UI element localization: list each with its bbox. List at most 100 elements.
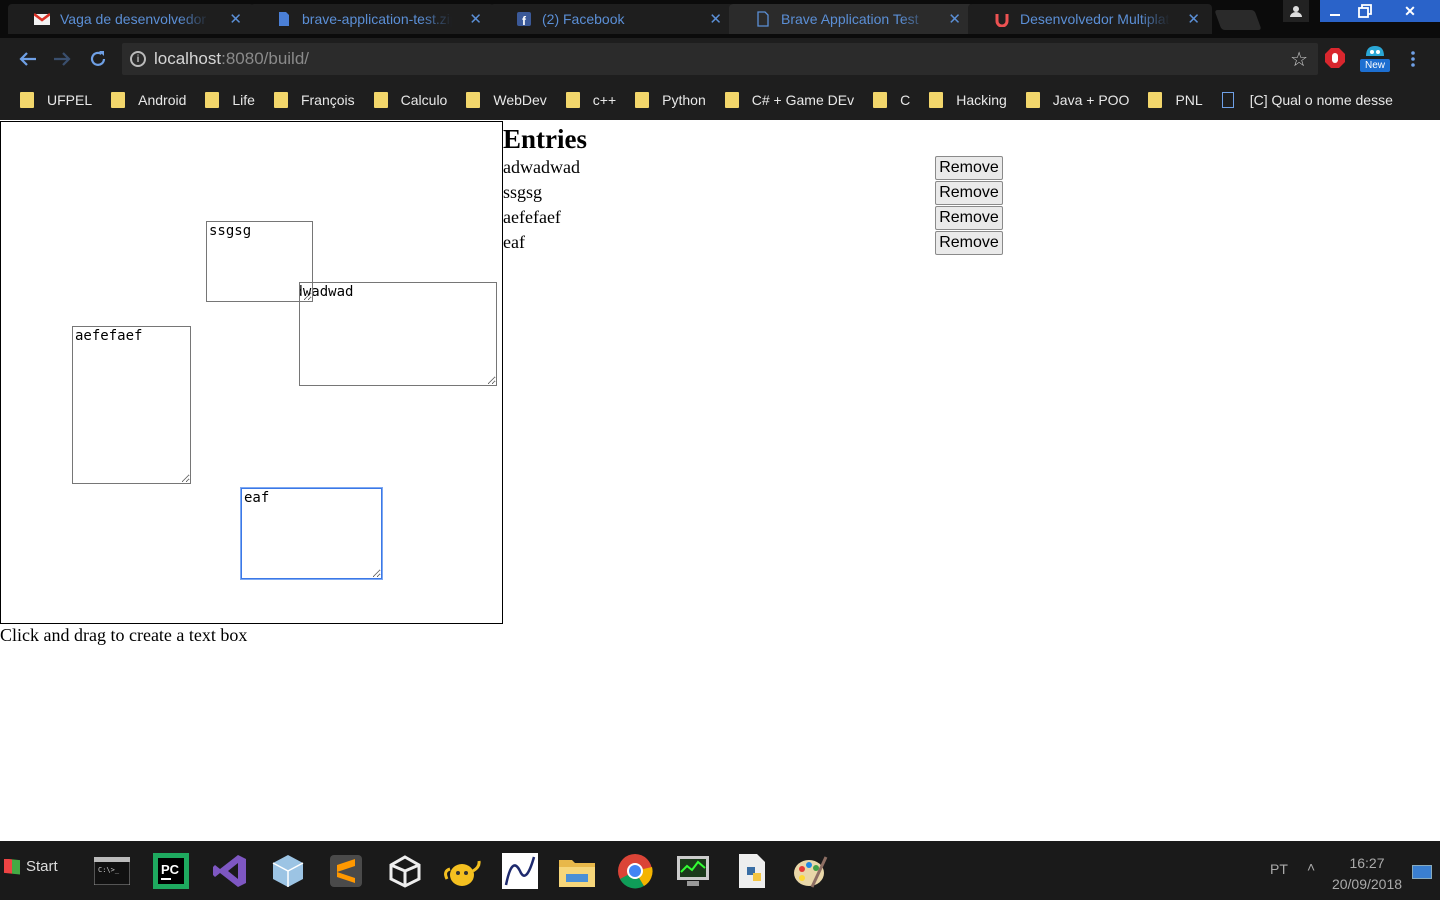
page-icon <box>757 11 769 27</box>
terminal-icon[interactable]: C:\>_ <box>92 851 132 891</box>
bookmark-label: François <box>300 92 355 108</box>
start-label: Start <box>26 858 58 875</box>
reload-button[interactable] <box>86 48 110 70</box>
bookmark-item[interactable]: Python <box>635 92 706 108</box>
python-file-icon[interactable] <box>732 851 772 891</box>
entry-text: aefefaef <box>503 207 561 227</box>
paint-icon[interactable] <box>790 851 830 891</box>
bookmark-label: Android <box>138 92 187 108</box>
menu-icon[interactable] <box>1406 50 1420 73</box>
folder-icon <box>273 92 288 108</box>
bookmark-item[interactable]: PNL <box>1148 92 1203 108</box>
minimize-button[interactable] <box>1320 0 1350 22</box>
folder-icon <box>1148 92 1163 108</box>
entry-row: ssgsg Remove <box>503 181 1013 206</box>
bookmark-item[interactable]: C# + Game DEv <box>724 92 855 108</box>
address-bar[interactable]: i localhost:8080/build/ ☆ <box>122 43 1318 75</box>
facebook-icon: f <box>517 12 531 27</box>
chevron-up-icon[interactable]: ˄ <box>1307 859 1316 875</box>
tab-title: Vaga de desenvolvedor Fro <box>60 11 210 27</box>
new-tab-button[interactable] <box>1214 10 1262 30</box>
unity-icon[interactable] <box>385 851 425 891</box>
graph-icon[interactable] <box>500 851 540 891</box>
start-button[interactable]: Start <box>4 858 58 875</box>
entry-text: ssgsg <box>503 182 543 202</box>
bookmark-label: C# + Game DEv <box>751 92 855 108</box>
close-icon[interactable]: ✕ <box>709 11 722 28</box>
text-box[interactable] <box>240 487 383 580</box>
language-indicator[interactable]: PT <box>1270 861 1288 877</box>
bookmark-label: Calculo <box>400 92 448 108</box>
reload-icon <box>90 51 106 66</box>
info-icon[interactable]: i <box>130 51 146 67</box>
close-icon[interactable]: ✕ <box>469 11 482 28</box>
tab-title: (2) Facebook <box>542 11 625 27</box>
bookmark-label: [C] Qual o nome desse <box>1249 92 1393 108</box>
bookmark-label: c++ <box>592 92 617 108</box>
tab-gmail[interactable]: Vaga de desenvolvedor Fro ✕ <box>8 4 254 34</box>
file-explorer-icon[interactable] <box>557 851 597 891</box>
folder-icon <box>111 92 126 108</box>
text-box[interactable] <box>206 221 313 302</box>
bookmark-item[interactable]: Android <box>111 92 186 108</box>
sublime-text-icon[interactable] <box>326 851 366 891</box>
restore-button[interactable] <box>1350 0 1380 22</box>
bookmark-item[interactable]: UFPEL <box>20 92 92 108</box>
chrome-icon[interactable] <box>615 851 655 891</box>
svg-text:PC: PC <box>161 862 180 877</box>
url-text: localhost:8080/build/ <box>154 49 309 69</box>
url-host: localhost <box>154 49 222 68</box>
tab-udemy[interactable]: Desenvolvedor Multiplatafo ✕ <box>968 4 1212 34</box>
bookmark-item[interactable]: Java + POO <box>1025 92 1129 108</box>
url-path: :8080/build/ <box>221 49 310 68</box>
bookmark-item[interactable]: c++ <box>565 92 617 108</box>
bookmark-item[interactable]: C <box>873 92 910 108</box>
teapot-icon[interactable] <box>442 851 482 891</box>
bookmark-item[interactable]: Life <box>205 92 255 108</box>
drawing-canvas[interactable] <box>0 121 503 624</box>
back-button[interactable] <box>16 48 40 70</box>
tab-strip: Vaga de desenvolvedor Fro ✕ brave-applic… <box>0 0 1440 38</box>
task-manager-icon[interactable] <box>673 851 713 891</box>
bookmark-label: PNL <box>1175 92 1203 108</box>
bookmark-label: WebDev <box>493 92 547 108</box>
text-box[interactable] <box>72 326 191 484</box>
close-icon[interactable]: ✕ <box>1187 11 1200 28</box>
adblock-icon[interactable] <box>1324 47 1346 74</box>
bookmark-item[interactable]: Hacking <box>929 92 1007 108</box>
visual-studio-icon[interactable] <box>210 851 250 891</box>
tab-zip[interactable]: brave-application-test.zip ✕ <box>250 4 494 34</box>
bookmark-item[interactable]: WebDev <box>466 92 547 108</box>
windows-logo-icon <box>4 858 20 875</box>
extension-new-icon[interactable]: New <box>1360 44 1390 76</box>
remove-button[interactable]: Remove <box>935 231 1003 255</box>
forward-button[interactable] <box>50 48 74 70</box>
arrow-left-icon <box>19 52 36 66</box>
remove-button[interactable]: Remove <box>935 156 1003 180</box>
tab-facebook[interactable]: f (2) Facebook ✕ <box>490 4 734 34</box>
document-icon <box>279 12 289 26</box>
remove-button[interactable]: Remove <box>935 181 1003 205</box>
profile-icon[interactable] <box>1283 0 1309 22</box>
cube-icon[interactable] <box>268 851 308 891</box>
entry-row: aefefaef Remove <box>503 206 1013 231</box>
clock-date: 20/09/2018 <box>1331 876 1403 892</box>
close-icon[interactable]: ✕ <box>948 11 961 28</box>
show-desktop-icon[interactable] <box>1412 865 1432 879</box>
bookmark-item[interactable]: Calculo <box>373 92 448 108</box>
tab-brave-application-test[interactable]: Brave Application Test ✕ <box>729 4 973 34</box>
clock[interactable]: 16:27 20/09/2018 <box>1330 853 1404 895</box>
pycharm-icon[interactable]: PC <box>151 851 191 891</box>
folder-icon <box>565 92 580 108</box>
bookmark-label: Life <box>232 92 255 108</box>
entries-title: Entries <box>503 124 587 154</box>
bookmark-star-icon[interactable]: ☆ <box>1290 49 1308 71</box>
bookmark-item[interactable]: [C] Qual o nome desse <box>1221 92 1393 108</box>
close-icon[interactable]: ✕ <box>229 11 242 28</box>
remove-button[interactable]: Remove <box>935 206 1003 230</box>
text-box[interactable] <box>299 282 497 386</box>
close-window-button[interactable]: ✕ <box>1380 0 1440 22</box>
bookmark-item[interactable]: François <box>273 92 355 108</box>
bookmark-label: UFPEL <box>47 92 93 108</box>
